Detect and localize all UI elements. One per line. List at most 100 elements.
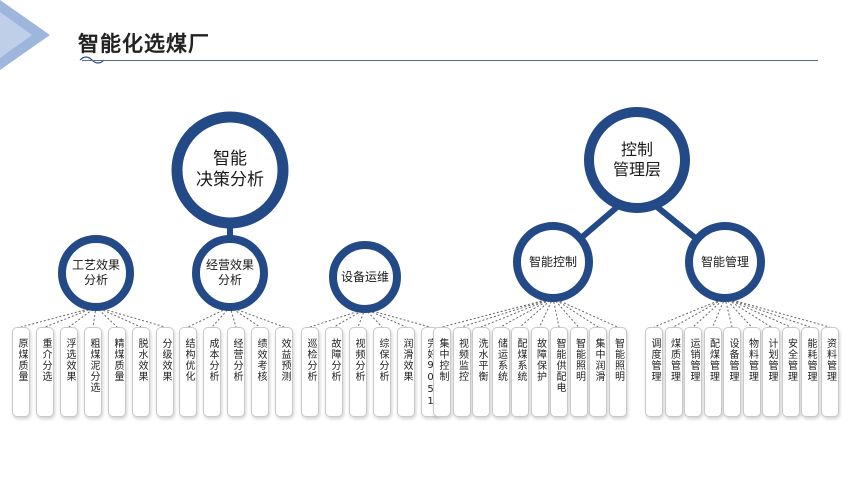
leaf-box: 集中润滑	[589, 327, 607, 417]
leaf-label: 煤质管理	[668, 338, 680, 382]
dashed-connector	[552, 297, 560, 328]
leaf-box: 润滑效果	[397, 327, 415, 417]
leaf-box: 分级效果	[156, 327, 174, 417]
dashed-connector	[724, 297, 733, 328]
leaf-label: 结构优化	[183, 338, 194, 382]
leaf-label: 配煤管理	[707, 338, 719, 382]
leaf-box: 故障分析	[325, 327, 343, 417]
leaf-label: 智能供配电	[554, 338, 565, 393]
dashed-connector	[519, 297, 554, 328]
leaf-box: 成本分析	[203, 327, 221, 417]
leaf-label: 分级效果	[160, 338, 171, 382]
leaf-box: 配煤管理	[703, 327, 722, 417]
leaf-label: 集中润滑	[593, 338, 604, 382]
leaf-label: 物料管理	[746, 338, 758, 382]
group-node	[685, 222, 765, 302]
leaf-box: 脱水效果	[132, 327, 150, 417]
leaf-label: 脱水效果	[136, 338, 147, 382]
leaf-label: 设备管理	[727, 338, 738, 382]
leaf-label: 资料管理	[824, 338, 836, 382]
leaf-box: 储运系统	[491, 327, 510, 417]
leaf-label: 储运系统	[495, 338, 507, 382]
leaf-box: 视频监控	[452, 327, 471, 417]
dashed-connector	[552, 297, 618, 328]
corner-triangle-highlight	[0, 12, 32, 58]
leaf-label: 润滑效果	[401, 338, 412, 382]
leaf-label: 浮选效果	[64, 338, 75, 382]
leaf-label: 安全管理	[785, 338, 797, 382]
dashed-connector	[95, 306, 142, 328]
dashed-connector	[44, 306, 97, 328]
leaf-label: 绩效考核	[255, 338, 266, 382]
dashed-connector	[724, 297, 791, 328]
root-label-right: 控制 管理层	[612, 140, 661, 179]
leaf-box: 计划管理	[762, 327, 780, 417]
leaf-box: 智能照明	[569, 327, 588, 417]
group-label: 经营效果 分析	[205, 258, 254, 287]
page-title: 智能化选煤厂	[78, 32, 210, 56]
dashed-connector	[673, 297, 726, 328]
leaf-label: 调度管理	[649, 338, 660, 382]
leaf-box: 设备管理	[723, 327, 741, 417]
dashed-connector	[724, 297, 811, 328]
group-node	[513, 222, 593, 302]
leaf-box: 原煤质量	[12, 327, 30, 417]
root-label-left: 智能 决策分析	[196, 148, 264, 190]
dashed-connector	[724, 297, 772, 328]
leaf-label: 故障分析	[329, 338, 340, 382]
leaf-box: 浮选效果	[60, 327, 78, 417]
dashed-connector	[364, 308, 407, 328]
leaf-box: 绩效考核	[251, 327, 269, 417]
dashed-connector	[539, 297, 554, 328]
leaf-box: 能耗管理	[801, 327, 819, 417]
leaf-label: 原煤质量	[16, 338, 27, 382]
dashed-connector	[712, 297, 726, 328]
leaf-box: 物料管理	[742, 327, 761, 417]
leaf-label: 运销管理	[688, 338, 699, 382]
dashed-connector	[229, 306, 237, 328]
leaf-label: 计划管理	[766, 338, 777, 382]
leaf-box: 安全管理	[781, 327, 800, 417]
dashed-connector	[95, 306, 166, 328]
dashed-connector	[364, 308, 431, 328]
leaf-label: 精煤质量	[112, 338, 123, 382]
leaf-box: 智能照明	[608, 327, 627, 417]
leaf-box: 粗煤泥分选	[84, 327, 102, 417]
dashed-connector	[692, 297, 726, 328]
leaf-label: 效益预测	[279, 338, 290, 382]
dashed-connector	[653, 297, 726, 328]
root-node-right	[584, 107, 690, 213]
dashed-connector	[724, 297, 752, 328]
group-label: 智能管理	[700, 254, 749, 269]
leaf-label: 重介分选	[40, 338, 51, 382]
leaf-label: 洗水平衡	[476, 338, 487, 382]
leaf-label: 智能照明	[573, 338, 585, 382]
group-node	[329, 241, 401, 313]
group-node	[192, 235, 268, 311]
leaf-label: 视频监控	[456, 338, 468, 382]
dashed-connector	[480, 297, 554, 328]
leaf-box: 精煤质量	[108, 327, 126, 417]
leaf-box: 资料管理	[820, 327, 839, 417]
leaf-label: 成本分析	[207, 338, 218, 382]
leaf-label: 配煤系统	[515, 338, 526, 382]
dashed-connector	[552, 297, 599, 328]
dashed-connector	[441, 297, 554, 328]
dashed-connector	[724, 297, 830, 328]
dashed-connector	[92, 306, 97, 328]
leaf-box: 集中控制	[433, 327, 451, 417]
dashed-connector	[500, 297, 554, 328]
leaf-label: 故障保护	[534, 338, 546, 382]
dashed-connector	[552, 297, 579, 328]
leaf-label: 经营分析	[231, 338, 242, 382]
dashed-connector	[309, 308, 366, 328]
leaf-box: 重介分选	[36, 327, 54, 417]
leaf-box: 结构优化	[179, 327, 197, 417]
leaf-box: 经营分析	[227, 327, 245, 417]
leaf-label: 集中控制	[437, 338, 448, 382]
corner-triangle-decoration	[0, 0, 50, 70]
leaf-box: 洗水平衡	[472, 327, 490, 417]
leaf-box: 巡检分析	[301, 327, 319, 417]
leaf-box: 配煤系统	[511, 327, 529, 417]
